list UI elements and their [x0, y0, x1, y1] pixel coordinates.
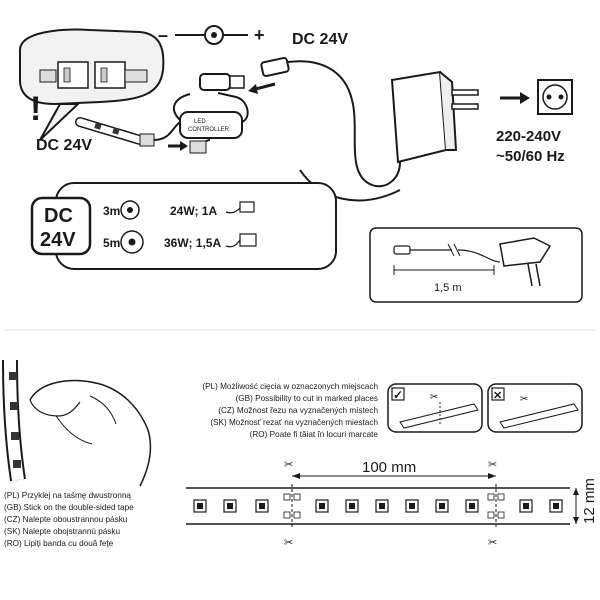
- tape-info-line: (GB) Stick on the double-sided tape: [4, 503, 134, 512]
- polarity-symbol: – +: [158, 25, 265, 45]
- mains-voltage: 220-240V: [496, 128, 561, 145]
- row2-power: 36W; 1,5A: [164, 236, 221, 250]
- led-controller: LED CONTROLLER: [153, 92, 249, 154]
- connector-detail-bubble: [19, 28, 165, 141]
- strip-width-dimension: 12 mm: [573, 478, 598, 524]
- cut-pad: [283, 511, 291, 519]
- cut-pad: [487, 511, 495, 519]
- tape-info: (PL) Przyklej na taśmę dwustronną (GB) S…: [4, 491, 134, 548]
- cable-length-box: 1,5 m: [369, 227, 583, 303]
- led-chip-core: [197, 503, 203, 509]
- controller-text-2: CONTROLLER: [188, 127, 230, 133]
- dc-label-top: DC 24V: [292, 31, 348, 48]
- cross-icon: ✕: [493, 390, 502, 402]
- led-chip-core: [439, 503, 445, 509]
- cut-info-line: (PL) Możliwość cięcia w oznaczonych miej…: [202, 382, 378, 391]
- cable-length-label: 1,5 m: [434, 282, 462, 294]
- cut-pad: [497, 511, 505, 519]
- controller-text-1: LED: [194, 119, 206, 125]
- dc-socket: [199, 73, 245, 91]
- led-chip-core: [259, 503, 265, 509]
- check-icon: ✓: [393, 388, 403, 402]
- scissors-icon: ✂: [430, 392, 438, 403]
- power-row-1: 3m 24W; 1A: [103, 200, 255, 220]
- scissors-icon: ✂: [488, 459, 497, 471]
- cut-pad: [497, 493, 505, 501]
- polarity-minus: –: [158, 25, 168, 45]
- hand-applying-strip: [2, 359, 152, 487]
- led-chip-core: [349, 503, 355, 509]
- wall-socket-icon: [537, 79, 573, 115]
- cut-info-line: (SK) Možnosť rezať na vyznačených miesta…: [210, 418, 378, 427]
- cut-spacing-label: 100 mm: [362, 459, 416, 476]
- led-chip-core: [523, 503, 529, 509]
- led-chip-core: [379, 503, 385, 509]
- cut-info-line: (GB) Possibility to cut in marked places: [236, 394, 378, 403]
- polarity-plus: +: [254, 25, 265, 45]
- strip-width-label: 12 mm: [581, 478, 598, 524]
- cut-pad: [283, 493, 291, 501]
- adapter-icon-2: [239, 233, 257, 247]
- scissors-icon: ✂: [488, 537, 497, 549]
- cut-pad: [487, 493, 495, 501]
- incorrect-cut-box: ✕ ✂: [487, 383, 583, 433]
- correct-cut-box: ✓ ✂: [387, 383, 483, 433]
- power-table: DC 24V 3m 24W; 1A 5m 36W; 1,5A: [30, 182, 337, 270]
- badge-24v: 24V: [40, 229, 76, 251]
- led-chip-core: [409, 503, 415, 509]
- warning-exclamation: !: [30, 90, 41, 128]
- tape-info-line: (RO) Lipiți banda cu două fețe: [4, 539, 114, 548]
- led-chip-core: [469, 503, 475, 509]
- led-chip-core: [227, 503, 233, 509]
- power-adapter: [299, 70, 479, 202]
- cut-info-line: (CZ) Možnost řezu na vyznačených místech: [218, 406, 378, 415]
- dc-plug: [260, 57, 373, 186]
- power-row-2: 5m 36W; 1,5A: [103, 230, 257, 254]
- led-chip-core: [319, 503, 325, 509]
- row1-power: 24W; 1A: [170, 204, 217, 218]
- tape-info-line: (PL) Przyklej na taśmę dwustronną: [4, 491, 131, 500]
- dc-label-left: DC 24V: [36, 137, 92, 154]
- cut-pad: [293, 511, 301, 519]
- row2-length: 5m: [103, 236, 120, 250]
- cut-info-line: (RO) Poate fi tăiat în locuri marcate: [250, 430, 379, 439]
- scissors-icon: ✂: [284, 459, 293, 471]
- mains-frequency: ~50/60 Hz: [496, 148, 565, 165]
- adapter-icon-1: [239, 201, 255, 213]
- tape-info-line: (SK) Nalepte obojstrannú pásku: [4, 527, 121, 536]
- row1-length: 3m: [103, 204, 120, 218]
- badge-dc: DC: [44, 205, 73, 227]
- cut-info: (PL) Możliwość cięcia w oznaczonych miej…: [202, 382, 378, 439]
- strip-segment-small: [75, 117, 155, 147]
- scissors-icon: ✂: [520, 394, 528, 405]
- led-chip-core: [553, 503, 559, 509]
- cut-pad: [293, 493, 301, 501]
- scissors-icon: ✂: [284, 537, 293, 549]
- cut-spacing-dimension: 100 mm ✂ ✂: [284, 459, 497, 479]
- tape-info-line: (CZ) Nalepte oboustrannou pásku: [4, 515, 128, 524]
- led-strip: ✂ ✂: [186, 484, 570, 549]
